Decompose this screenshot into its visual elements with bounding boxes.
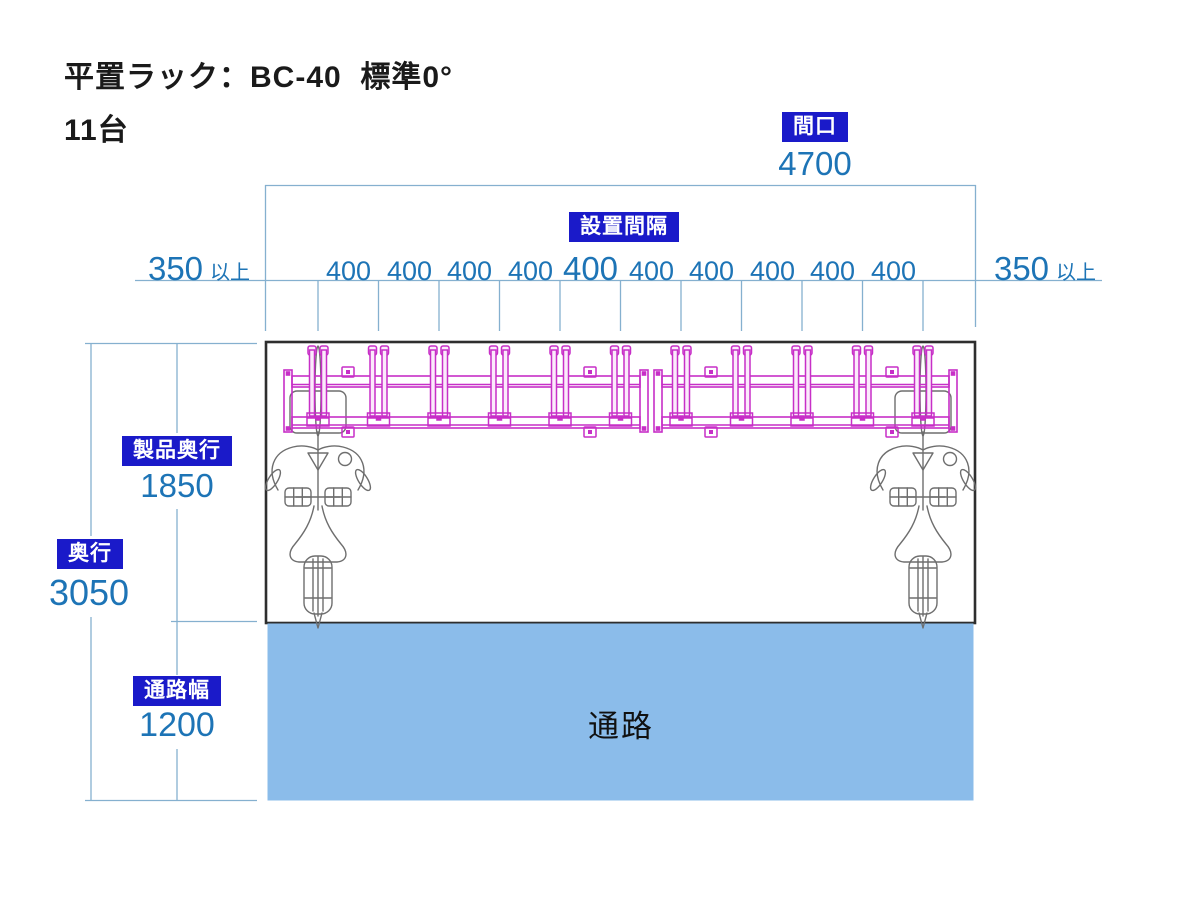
aisle-width-badge: 通路幅 [133, 676, 221, 707]
gap-label: 400 [870, 256, 917, 286]
frontage-badge: 間口 [782, 112, 848, 143]
gap-label-emphasized: 400 [562, 250, 619, 287]
product-depth-value: 1850 [140, 467, 214, 504]
gap-label: 400 [809, 256, 856, 286]
gap-label: 400 [446, 256, 493, 286]
spacing-badge-wrap: 設置間隔 [558, 212, 690, 243]
depth-badge: 奥行 [57, 539, 123, 570]
right-margin-value: 350 [993, 250, 1050, 287]
drawing-title: 平置ラック：BC-40 標準0° [64, 61, 454, 94]
right-margin-label: 350 以上 [984, 243, 1106, 285]
unit-count-label: 11台 [64, 114, 129, 147]
frontage-dimension-lines [264, 184, 977, 331]
left-margin-label: 350 以上 [138, 243, 260, 285]
depth-badge-wrap: 奥行 [46, 539, 134, 570]
product-depth-badge: 製品奥行 [122, 436, 232, 467]
aisle-area [267, 623, 974, 801]
gap-label: 400 [325, 256, 372, 286]
spacing-badge: 設置間隔 [569, 212, 679, 243]
rack-assembly [283, 345, 958, 438]
aisle-label: 通路 [588, 709, 654, 744]
depth-dimension-lines [85, 342, 257, 802]
left-margin-value: 350 [147, 250, 204, 287]
gap-label: 400 [507, 256, 554, 286]
frontage-badge-wrap: 間口 [763, 112, 867, 143]
frontage-value: 4700 [778, 145, 852, 182]
left-margin-suffix: 以上 [210, 262, 251, 284]
aisle-width-value: 1200 [139, 706, 215, 744]
rack-segment-1 [283, 369, 649, 433]
depth-value: 3050 [48, 572, 130, 613]
aisle-width-badge-wrap: 通路幅 [126, 676, 228, 707]
product-depth-badge-wrap: 製品奥行 [112, 436, 242, 467]
gap-label: 400 [628, 256, 675, 286]
right-margin-suffix: 以上 [1056, 262, 1097, 284]
spacing-dimension-lines [135, 279, 1102, 331]
gap-label: 400 [749, 256, 796, 286]
gap-label: 400 [386, 256, 433, 286]
gap-label: 400 [688, 256, 735, 286]
